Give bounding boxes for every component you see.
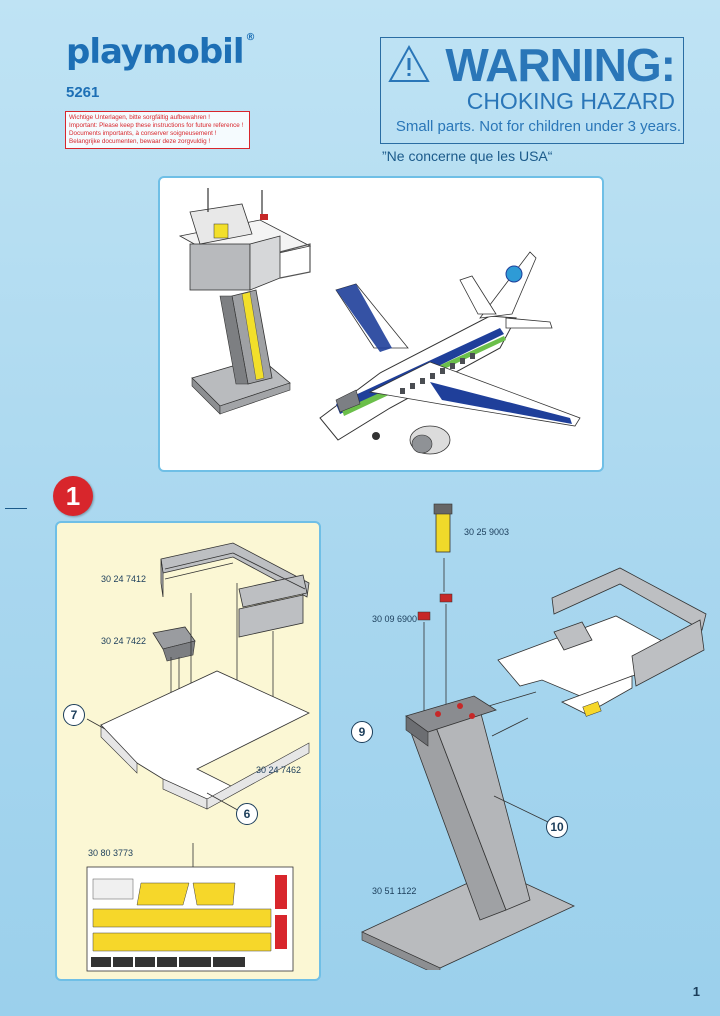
yellow-light-part [434,504,452,552]
notice-line-de: Wichtige Unterlagen, bitte sorgfältig au… [69,114,246,122]
page-number: 1 [693,984,700,999]
part-number-red-light: 30 09 6900 [372,614,417,624]
tower-and-airplane-illustration [160,178,602,470]
sticker-sheet [87,867,293,971]
part-number-yellow-light: 30 25 9003 [464,527,509,537]
part-number-tower: 30 51 1122 [372,886,416,896]
warning-detail: Small parts. Not for children under 3 ye… [396,118,681,135]
tower-base-part [362,696,574,970]
callout-10: 10 [546,816,568,838]
callout-6: 6 [236,803,258,825]
control-tower-illustration [180,188,310,414]
callout-9: 9 [351,721,373,743]
step-1-floor-assembly-panel [55,521,321,981]
choking-warning-box: WARNING: CHOKING HAZARD Small parts. Not… [380,37,684,144]
tower-assembly-illustration [330,500,720,970]
divider-dash [5,508,27,509]
warning-triangle-icon [387,44,431,84]
part-number-railing: 30 24 7412 [101,574,146,584]
product-overview-image [158,176,604,472]
notice-line-fr: Documents importants, à conserver soigne… [69,130,246,138]
part-number-sticker: 30 80 3773 [88,848,133,858]
warning-title: WARNING: [445,38,675,92]
airplane-illustration [320,252,580,454]
usa-note: ”Ne concerne que les USA“ [382,148,552,164]
part-number-console: 30 24 7422 [101,636,146,646]
floor-plate [101,671,309,809]
floor-assembly-illustration [57,523,319,979]
playmobil-logo: playmobil® [66,32,255,72]
notice-line-nl: Belangrijke documenten, bewaar deze zorg… [69,138,246,146]
notice-line-en: Important: Please keep these instruction… [69,122,246,130]
warning-subtitle: CHOKING HAZARD [467,88,675,115]
callout-7: 7 [63,704,85,726]
step-number-badge: 1 [53,476,93,516]
part-number-floor: 30 24 7462 [256,765,301,775]
console-part [153,627,195,661]
set-number: 5261 [66,84,99,101]
keep-instructions-notice: Wichtige Unterlagen, bitte sorgfältig au… [65,111,250,149]
red-light-parts [418,594,452,620]
railing-parts [161,543,309,637]
